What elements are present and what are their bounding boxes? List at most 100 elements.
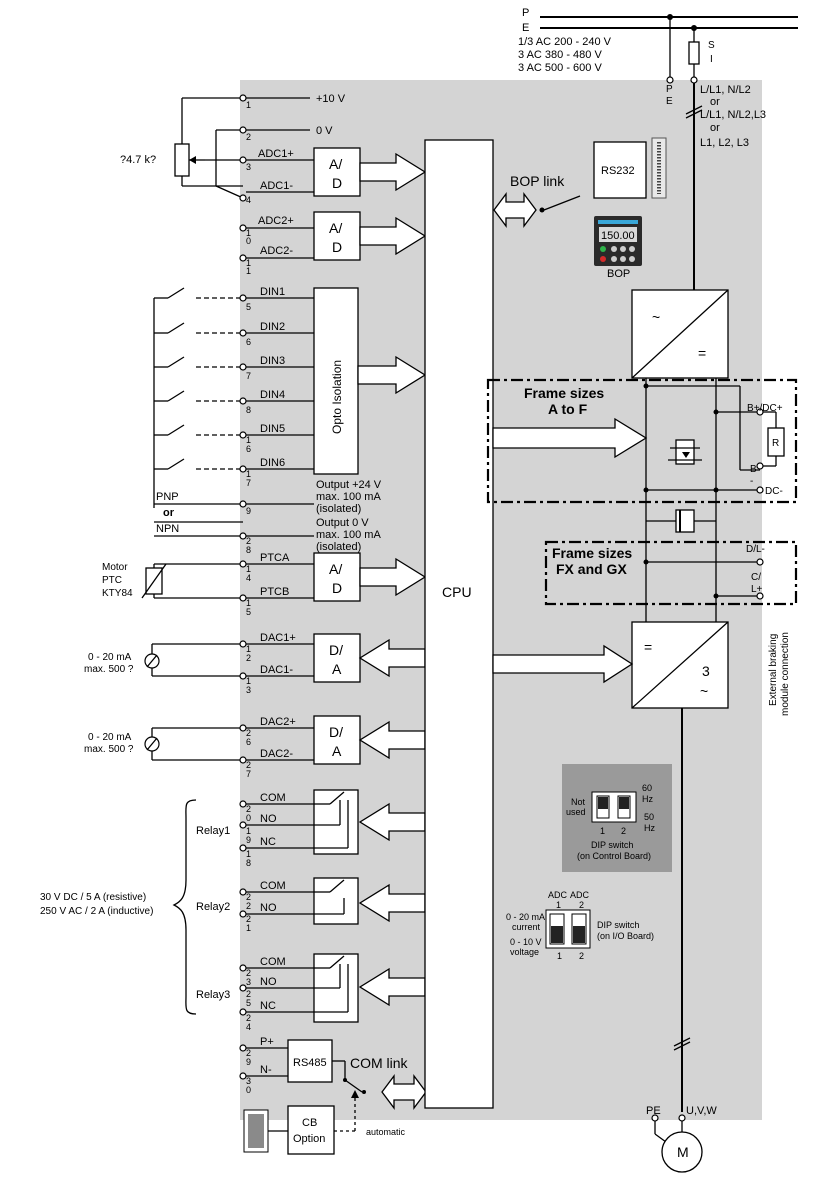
terminal-22-num-a: 2 <box>246 892 251 902</box>
relay-rating-2: 250 V AC / 2 A (inductive) <box>40 906 153 917</box>
adc1-ad-bot: D <box>332 175 342 191</box>
opto-to-cpu-arrow <box>357 355 427 395</box>
dac1-plus-label: DAC1+ <box>260 632 296 644</box>
ptc-kty-label: KTY84 <box>102 588 133 599</box>
terminal-26-num-a: 2 <box>246 728 251 738</box>
din6-label: DIN6 <box>260 457 285 469</box>
din5-label: DIN5 <box>260 423 285 435</box>
relay-outputs: 30 V DC / 5 A (resistive) 250 V AC / 2 A… <box>40 789 426 1032</box>
dip1-s1: 1 <box>600 826 605 836</box>
bminus-dash-label: - <box>750 476 753 487</box>
ptc-ad-top: A/ <box>329 561 342 577</box>
ptcb-label: PTCB <box>260 586 289 598</box>
inverter-dc-symbol: = <box>644 639 652 655</box>
mains-lines-1: L/L1, N/L2 <box>700 84 751 96</box>
dip-io-board: ADC 1 ADC 2 0 - 20 mA current 0 - 10 V v… <box>506 890 654 961</box>
potentiometer-label: ?4.7 k? <box>120 154 156 166</box>
terminal-12-num-b: 2 <box>246 653 251 663</box>
terminal-15-num-a: 1 <box>246 598 251 608</box>
out0-line3: (isolated) <box>316 541 361 553</box>
dip1-50: 50 <box>644 812 654 822</box>
relay3-no: NO <box>260 976 277 988</box>
relay-brace <box>172 799 197 1015</box>
terminal-9-num: 9 <box>246 506 251 516</box>
supply-voltage-1: 1/3 AC 200 - 240 V <box>518 36 612 48</box>
cpu-to-relay1-arrow <box>358 802 426 842</box>
terminal-1-num: 1 <box>246 100 251 110</box>
comms-section: 2 9 3 0 P+ N- RS485 COM link automatic C… <box>239 1036 427 1155</box>
npn-label: NPN <box>156 523 179 535</box>
dip2-adc2-num: 2 <box>579 900 584 910</box>
terminal-20-num-a: 2 <box>246 804 251 814</box>
pe-p-label: P <box>666 84 673 95</box>
terminal-10-num-b: 0 <box>246 236 251 246</box>
bplus-label: B+/DC+ <box>747 403 783 414</box>
terminal-29-num-a: 2 <box>246 1048 251 1058</box>
dip1-notused-1: Not <box>571 797 586 807</box>
dip2-s1: 1 <box>557 951 562 961</box>
dc-link-capacitor-icon <box>675 509 695 533</box>
rectifier-ac-symbol: ~ <box>652 309 660 325</box>
bop-section: BOP link RS232 150.00 BOP <box>493 137 667 280</box>
terminal-24-num-a: 2 <box>246 1013 251 1023</box>
relay2-block <box>313 877 359 925</box>
rs485-p-label: P+ <box>260 1036 274 1048</box>
dac2-da-bot: A <box>332 743 342 759</box>
mains-or-2: or <box>710 122 720 134</box>
cpu-to-relay2-arrow <box>358 883 426 923</box>
terminal-30-num-b: 0 <box>246 1085 251 1095</box>
resistor-r-label: R <box>772 438 779 449</box>
dac2-da-top: D/ <box>329 724 343 740</box>
terminal-25-num-a: 2 <box>246 989 251 999</box>
din4-label: DIN4 <box>260 389 285 401</box>
rs232-connector-icon <box>651 137 667 199</box>
supply-voltage-2: 3 AC 380 - 480 V <box>518 49 602 61</box>
switch-s-label: S <box>708 40 715 51</box>
dac2-converter <box>313 715 361 765</box>
dip1-60-unit: Hz <box>642 794 653 804</box>
dip2-caption-2: (on I/O Board) <box>597 931 654 941</box>
dac2-minus-label: DAC2- <box>260 748 293 760</box>
frame-fx-gx-label-1: Frame sizes <box>552 545 632 561</box>
cpu-to-chopper-arrow <box>492 417 648 459</box>
relay2-label: Relay2 <box>196 901 230 913</box>
analog-inputs: ?4.7 k? 1 2 3 4 +10 V 0 V ADC1+ ADC1- A/… <box>120 93 427 276</box>
terminal-28-num-b: 8 <box>246 545 251 555</box>
dac1-da-top: D/ <box>329 642 343 658</box>
motor-label: M <box>677 1144 689 1160</box>
adc1-minus-label: ADC1- <box>260 180 293 192</box>
din2-label: DIN2 <box>260 321 285 333</box>
dip1-caption-2: (on Control Board) <box>577 851 651 861</box>
dac1-max-label: max. 500 ? <box>84 664 134 675</box>
cpu-to-dac2-arrow <box>358 720 426 760</box>
dac2-current-label: 0 - 20 mA <box>88 732 132 743</box>
potentiometer-icon <box>174 143 190 177</box>
dip2-voltage-1: 0 - 10 V <box>510 937 542 947</box>
terminal-17-num-a: 1 <box>246 469 251 479</box>
relay1-com: COM <box>260 792 286 804</box>
dl-label: D/L- <box>746 544 765 555</box>
terminal-30-num-a: 3 <box>246 1076 251 1086</box>
dip2-current-2: current <box>512 922 541 932</box>
terminal-25-num-b: 5 <box>246 998 251 1008</box>
terminal-17-num-b: 7 <box>246 478 251 488</box>
supply-p: P <box>522 7 529 19</box>
inverter-ac-symbol: ~ <box>700 683 708 699</box>
cb-label: CB <box>302 1117 317 1129</box>
dip2-adc2-label: ADC <box>570 890 590 900</box>
dip1-60: 60 <box>642 783 652 793</box>
dip2-adc1-num: 1 <box>556 900 561 910</box>
c-label: C/ <box>751 572 761 583</box>
adc2-converter <box>313 211 361 261</box>
lplus-label: L+ <box>751 584 763 595</box>
terminal-26-num-b: 6 <box>246 737 251 747</box>
terminal-2-num: 2 <box>246 132 251 142</box>
terminal-6-num: 6 <box>246 337 251 347</box>
dip2-current-1: 0 - 20 mA <box>506 912 545 922</box>
relay3-nc: NC <box>260 1000 276 1012</box>
adc2-plus-label: ADC2+ <box>258 215 294 227</box>
relay1-no: NO <box>260 813 277 825</box>
ext-braking-label-2: module connection <box>780 632 791 716</box>
ptc-ad-bot: D <box>332 580 342 596</box>
relay3-label: Relay3 <box>196 989 230 1001</box>
